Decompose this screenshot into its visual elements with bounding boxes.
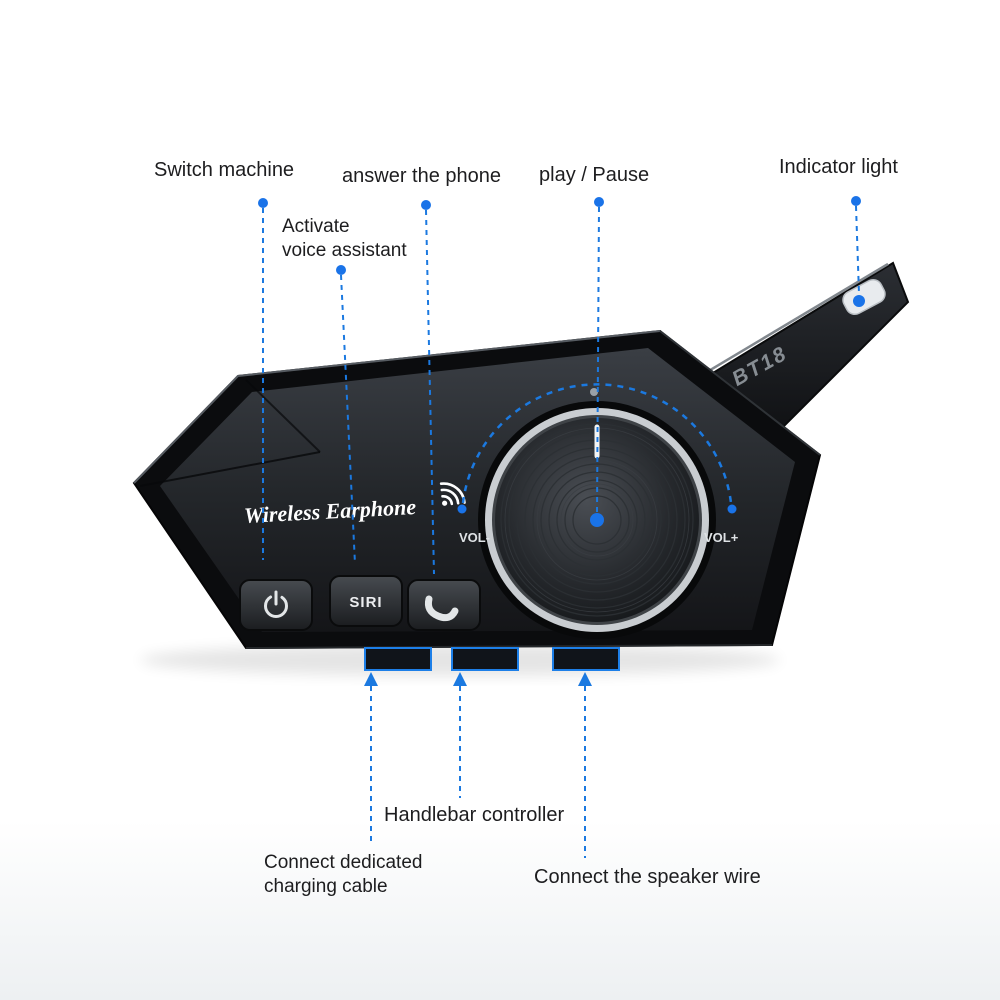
arrow-charging (364, 672, 378, 686)
bottom-ports (364, 647, 620, 671)
callout-arrows (364, 672, 592, 686)
dot-play (594, 197, 604, 207)
label-switch-machine: Switch machine (154, 159, 295, 181)
arc-end-dot-right (727, 504, 737, 514)
speaker-port[interactable] (552, 647, 620, 671)
dot-answer (421, 200, 431, 210)
phone-icon (424, 595, 459, 622)
callout-line-answer (425, 209, 435, 575)
body-crease (139, 451, 321, 487)
label-charging-line2: charging cable (264, 875, 388, 897)
arc-end-dot-left (457, 504, 467, 514)
siri-button[interactable]: SIRI (329, 575, 403, 627)
label-charging-line1: Connect dedicated (264, 852, 423, 873)
volume-arc: VOL- VOL+ (457, 383, 739, 545)
power-button[interactable] (239, 579, 313, 631)
label-handlebar-controller: Handlebar controller (384, 804, 565, 826)
callout-line-indicator (855, 205, 860, 295)
background-floor (0, 820, 1000, 1000)
arrow-handlebar (453, 672, 467, 686)
label-charging-cable: Connect dedicated charging cable (264, 851, 422, 899)
vol-plus-label: VOL+ (704, 530, 739, 545)
power-icon (264, 590, 288, 618)
label-voice-assistant-line2: voice assistant (282, 239, 407, 261)
arrow-speaker (578, 672, 592, 686)
callout-lines (262, 205, 860, 858)
device: BT18 Wireless Earphone (132, 261, 910, 671)
callout-dots (258, 196, 865, 527)
dot-indicator (851, 196, 861, 206)
body-top-highlight (133, 330, 661, 484)
callout-line-voice (340, 274, 356, 565)
phone-button[interactable] (407, 579, 481, 631)
label-voice-assistant-line1: Activate (282, 216, 350, 237)
charging-port[interactable] (364, 647, 432, 671)
label-voice-assistant: Activate voice assistant (282, 215, 407, 263)
siri-label: SIRI (349, 594, 382, 611)
label-play-pause: play / Pause (539, 164, 650, 186)
controller-port[interactable] (451, 647, 519, 671)
vol-minus-label: VOL- (459, 530, 490, 545)
button-row: SIRI (239, 575, 481, 631)
dot-knob-center (590, 513, 604, 527)
label-answer-phone: answer the phone (342, 165, 502, 187)
label-indicator-light: Indicator light (779, 156, 898, 178)
label-speaker-wire: Connect the speaker wire (534, 866, 761, 888)
dot-switch (258, 198, 268, 208)
dot-voice (336, 265, 346, 275)
callout-line-play (596, 206, 600, 513)
arc-top-dot (590, 388, 598, 396)
dot-led (853, 295, 865, 307)
